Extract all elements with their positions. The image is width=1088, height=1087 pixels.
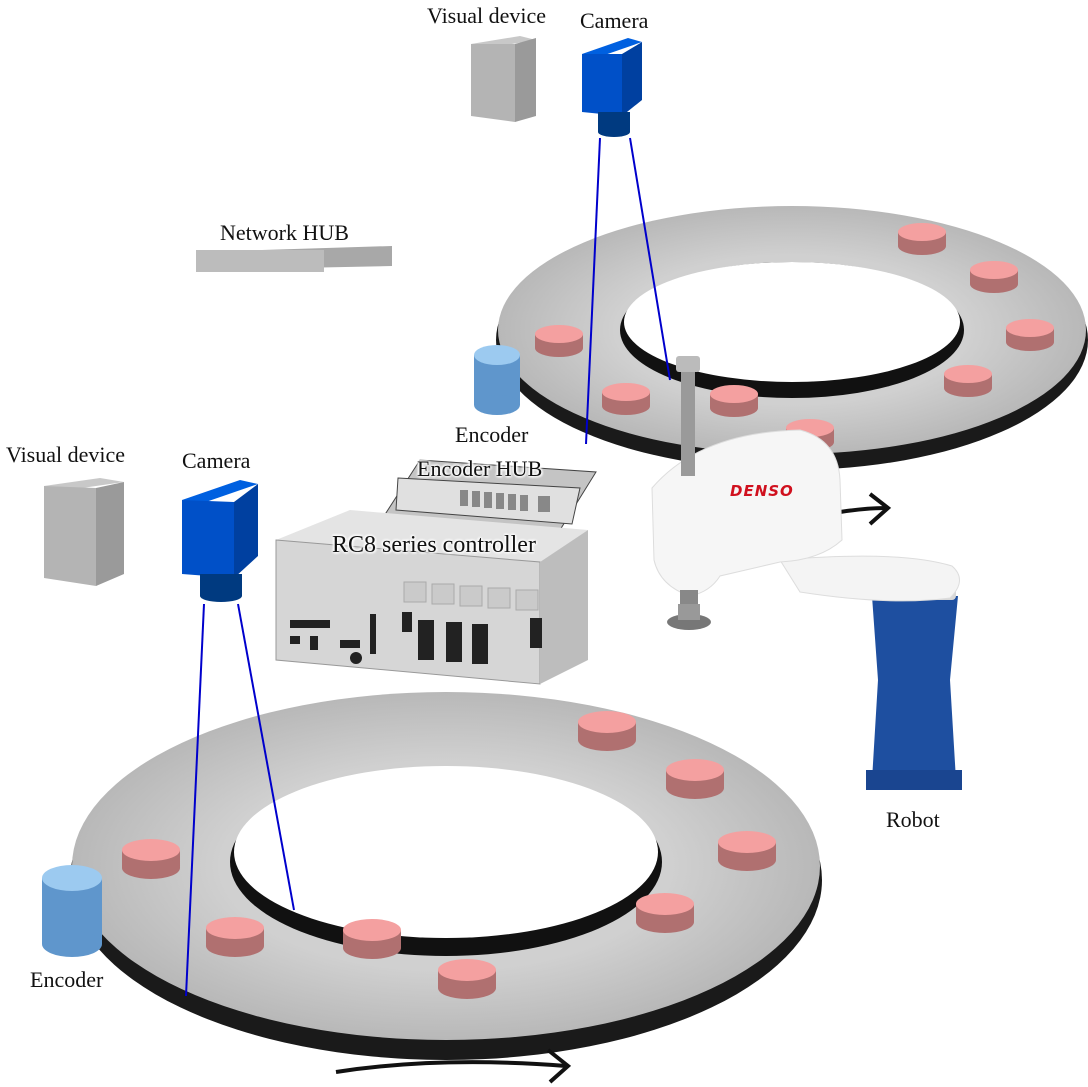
workpiece [710, 385, 758, 417]
label-encoder-bottom: Encoder [30, 967, 104, 992]
encoder-hub [383, 459, 597, 531]
workpiece [718, 831, 776, 871]
workpiece [343, 919, 401, 959]
network-hub [196, 246, 392, 272]
robot [651, 356, 962, 790]
label-visual-device-top: Visual device [427, 3, 547, 28]
workpiece [636, 893, 694, 933]
label-encoder-hub: Encoder HUB [417, 456, 543, 481]
label-robot: Robot [886, 807, 940, 832]
camera-top [582, 38, 642, 137]
workpiece [206, 917, 264, 957]
rc8-controller [275, 510, 588, 685]
lower-turntable [70, 692, 822, 1060]
robot-brand-logo: DENSO [730, 482, 794, 500]
label-visual-device-left: Visual device [6, 442, 126, 467]
lower-rotation-arrow [335, 1048, 572, 1084]
workpiece [970, 261, 1018, 293]
camera-left-field-of-view [185, 603, 295, 997]
workpiece [944, 365, 992, 397]
workpiece [578, 711, 636, 751]
visual-device-left [44, 478, 124, 586]
workpiece [1006, 319, 1054, 351]
workpiece [898, 223, 946, 255]
workpiece [535, 325, 583, 357]
workpiece [666, 759, 724, 799]
camera-left [182, 480, 258, 602]
encoder-top [474, 345, 520, 415]
workpiece [602, 383, 650, 415]
visual-device-top [471, 36, 536, 122]
workpiece [438, 959, 496, 999]
encoder-bottom [42, 865, 102, 957]
workpiece [122, 839, 180, 879]
lower-workpieces [122, 711, 776, 999]
label-camera-left: Camera [182, 448, 251, 473]
label-camera-top: Camera [580, 8, 649, 33]
upper-rotation-arrow [839, 492, 892, 526]
label-encoder-top: Encoder [455, 422, 529, 447]
label-rc8-controller: RC8 series controller [332, 532, 536, 558]
camera-top-field-of-view [585, 137, 671, 445]
label-network-hub: Network HUB [220, 220, 349, 245]
